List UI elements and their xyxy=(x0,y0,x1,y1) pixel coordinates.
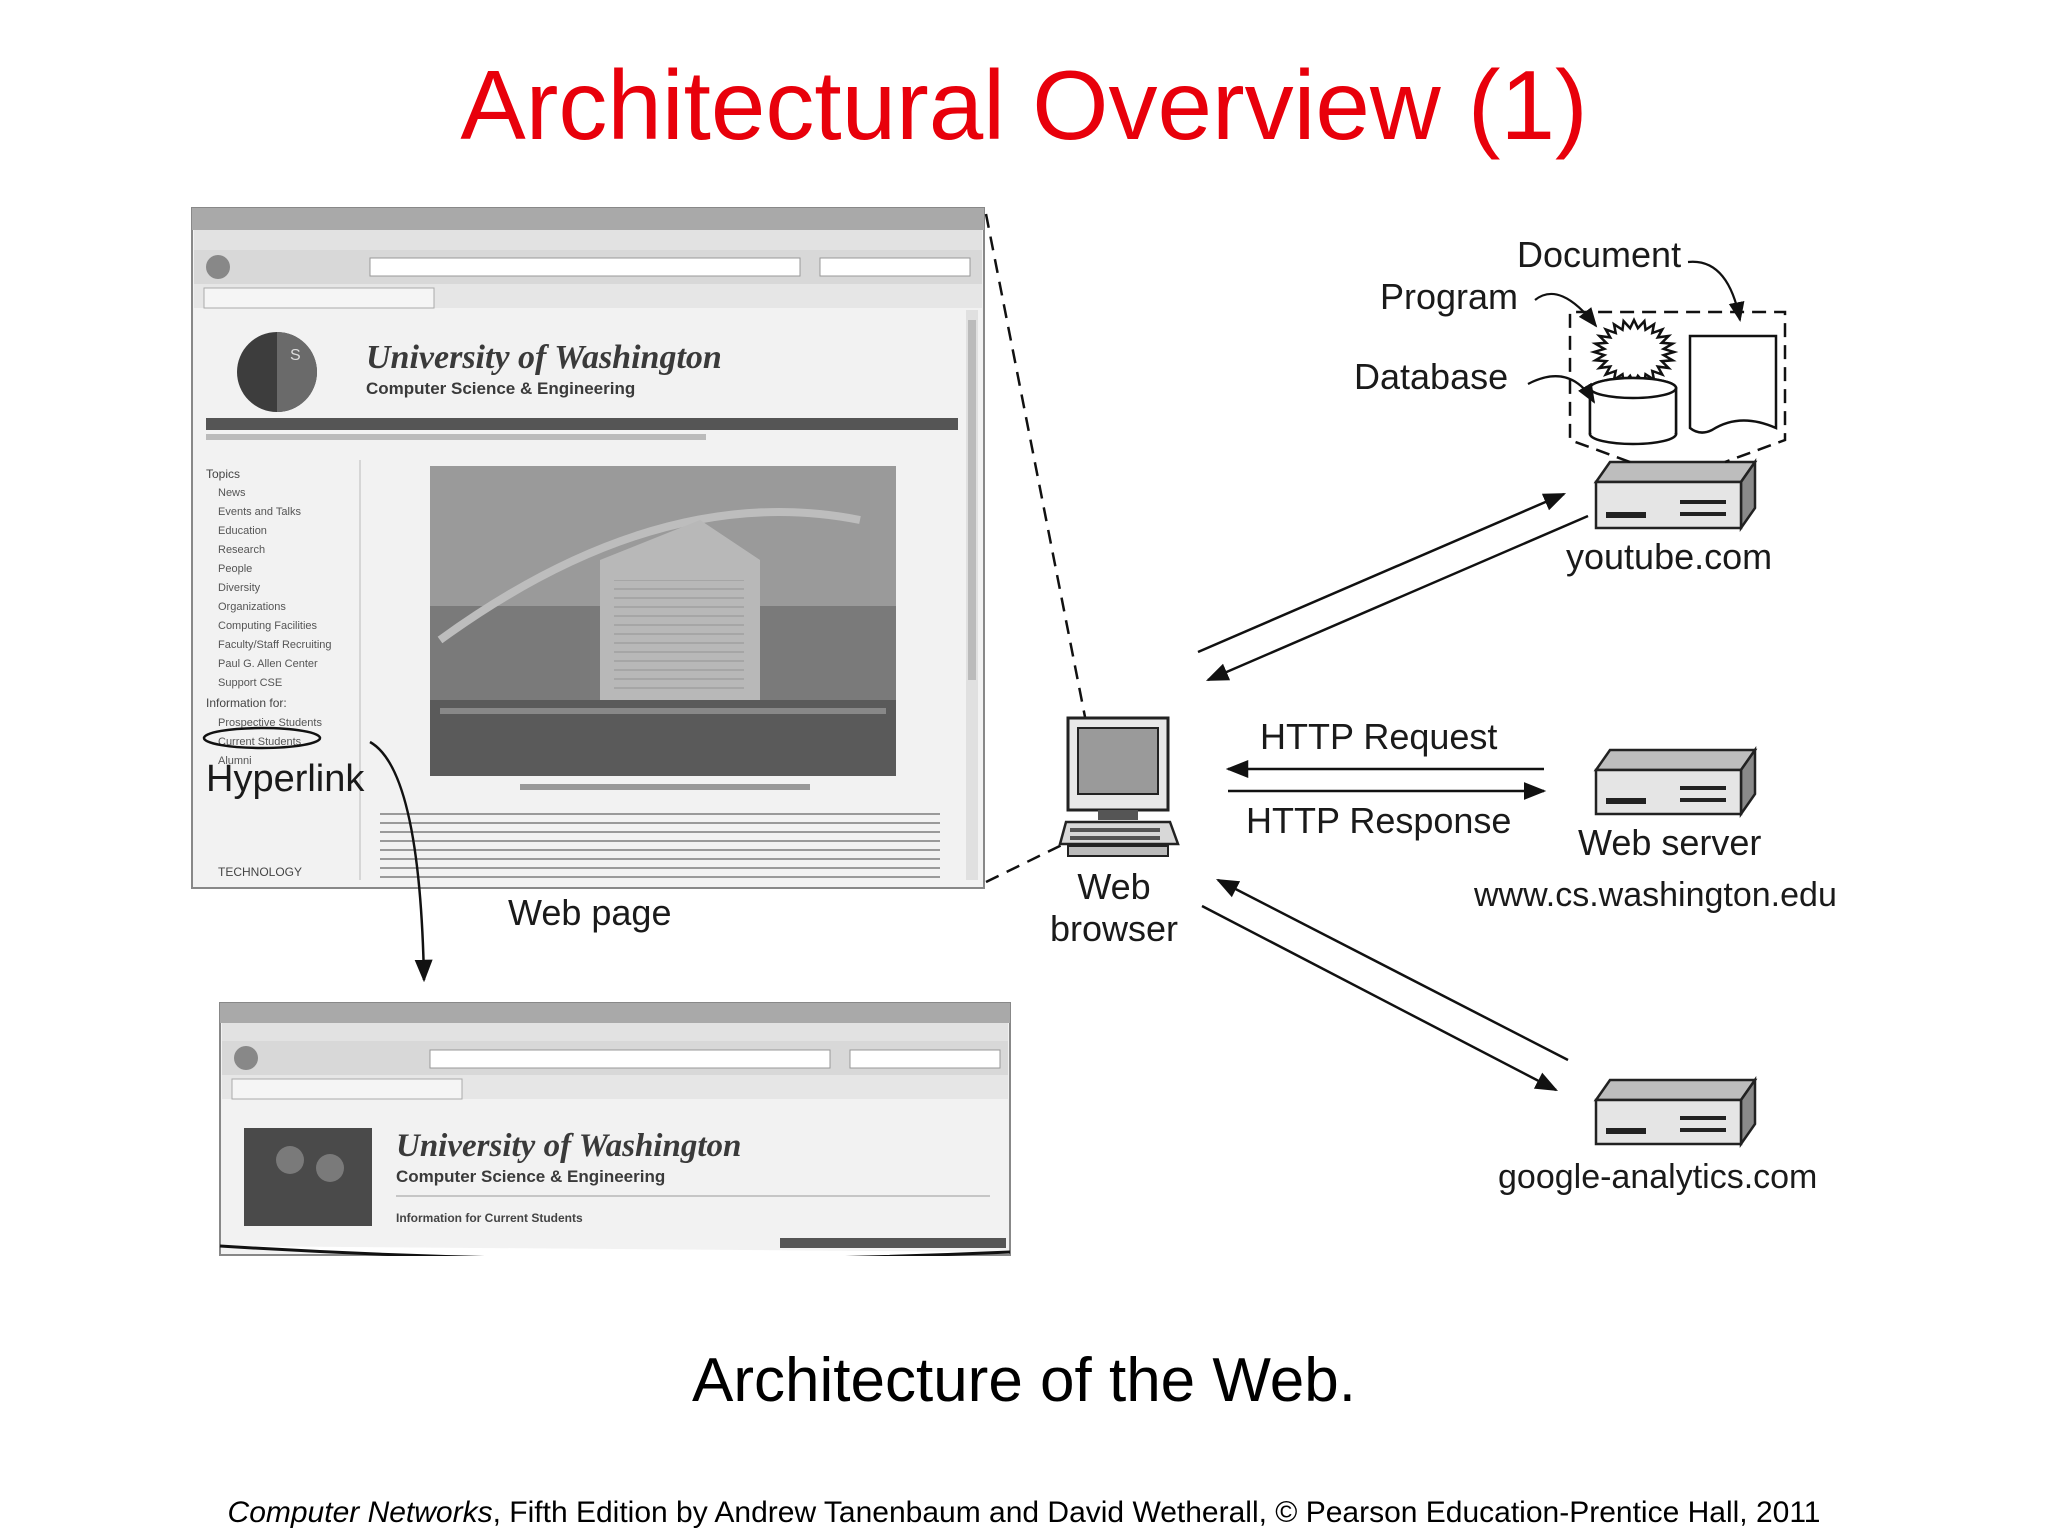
address-bar xyxy=(429,1049,831,1069)
http-request-label: HTTP Request xyxy=(1260,716,1498,757)
web-page-label: Web page xyxy=(508,892,672,933)
sidebar-link: People xyxy=(218,563,252,575)
sidebar-heading: Topics xyxy=(206,467,240,481)
database-pointer xyxy=(1527,375,1596,404)
hyperlink-highlight xyxy=(202,726,322,750)
web-page-screenshot: S University of Washington Computer Scie… xyxy=(191,207,985,889)
search-box xyxy=(849,1049,1001,1069)
sidebar-link: News xyxy=(218,487,246,499)
web-server-label: Web server xyxy=(1578,822,1762,863)
site-subtitle: Computer Science & Engineering xyxy=(366,379,635,398)
web-browser-label: Web browser xyxy=(1048,866,1180,950)
linked-page-heading: Information for Current Students xyxy=(396,1211,583,1225)
sidebar-link: Events and Talks xyxy=(218,506,301,518)
footer-rest: , Fifth Edition by Andrew Tanenbaum and … xyxy=(492,1496,1821,1529)
slide-title: Architectural Overview (1) xyxy=(460,50,1588,160)
svg-text:S: S xyxy=(290,347,301,364)
request-arrow-analytics xyxy=(1215,878,1569,1062)
info-link: Alumni xyxy=(218,755,252,767)
sidebar-link: Support CSE xyxy=(218,677,282,689)
linked-site-title: University of Washington xyxy=(396,1128,741,1164)
footer-book-title: Computer Networks xyxy=(227,1496,493,1529)
server-content-box xyxy=(1568,310,1787,464)
web-browser-label-line2: browser xyxy=(1049,908,1179,949)
document-icon xyxy=(1688,334,1778,434)
sidebar-footer: TECHNOLOGY xyxy=(218,865,302,879)
http-response-label: HTTP Response xyxy=(1246,800,1512,841)
students-photo xyxy=(244,1128,372,1226)
sidebar-link: Education xyxy=(218,525,267,537)
site-nav-bar xyxy=(206,418,958,430)
program-pointer xyxy=(1534,292,1598,328)
search-box xyxy=(819,257,971,277)
response-arrow-analytics xyxy=(1201,904,1558,1092)
request-arrow-youtube xyxy=(1197,492,1567,654)
footer-citation: Computer Networks, Fifth Edition by Andr… xyxy=(0,1496,2048,1530)
sidebar-link: Computing Facilities xyxy=(218,620,318,632)
database-label: Database xyxy=(1354,356,1509,397)
hyperlink-arrow xyxy=(369,740,433,983)
hyperlink-label: Hyperlink xyxy=(206,758,365,800)
database-icon xyxy=(1588,376,1678,446)
site-title: University of Washington xyxy=(366,339,722,376)
program-label: Program xyxy=(1380,276,1519,317)
menu-bar xyxy=(194,230,982,250)
dashed-connector-top xyxy=(984,213,1088,723)
document-label: Document xyxy=(1517,234,1682,275)
document-pointer xyxy=(1687,260,1745,322)
web-browser-label-line1: Web xyxy=(1077,866,1151,907)
titlebar xyxy=(192,208,984,230)
sidebar-link: Research xyxy=(218,544,265,556)
info-link: Current Students xyxy=(218,736,302,748)
linked-page-screenshot: University of Washington Computer Scienc… xyxy=(218,1002,1014,1276)
back-button-icon xyxy=(206,255,230,279)
sidebar-link: Diversity xyxy=(218,582,261,594)
program-icon xyxy=(1589,317,1679,387)
back-button-icon xyxy=(234,1046,258,1070)
web-browser-computer-icon xyxy=(1058,716,1180,857)
web-server-icon xyxy=(1593,746,1758,818)
response-arrow-youtube xyxy=(1205,514,1589,682)
youtube-label: youtube.com xyxy=(1566,536,1773,577)
dashed-connector-bottom xyxy=(985,838,1073,884)
address-bar xyxy=(369,257,801,277)
figure-caption: Architecture of the Web. xyxy=(692,1346,1356,1415)
sidebar-link: Organizations xyxy=(218,601,286,613)
info-heading: Information for: xyxy=(206,696,287,710)
google-analytics-server-icon xyxy=(1593,1076,1758,1148)
youtube-server-icon xyxy=(1593,458,1758,532)
sidebar-link: Paul G. Allen Center xyxy=(218,658,318,670)
sidebar-link: Faculty/Staff Recruiting xyxy=(218,639,332,651)
linked-site-subtitle: Computer Science & Engineering xyxy=(396,1167,665,1186)
google-analytics-label: google-analytics.com xyxy=(1498,1158,1818,1196)
info-link: Prospective Students xyxy=(218,717,322,729)
cs-washington-label: www.cs.washington.edu xyxy=(1474,876,1837,914)
